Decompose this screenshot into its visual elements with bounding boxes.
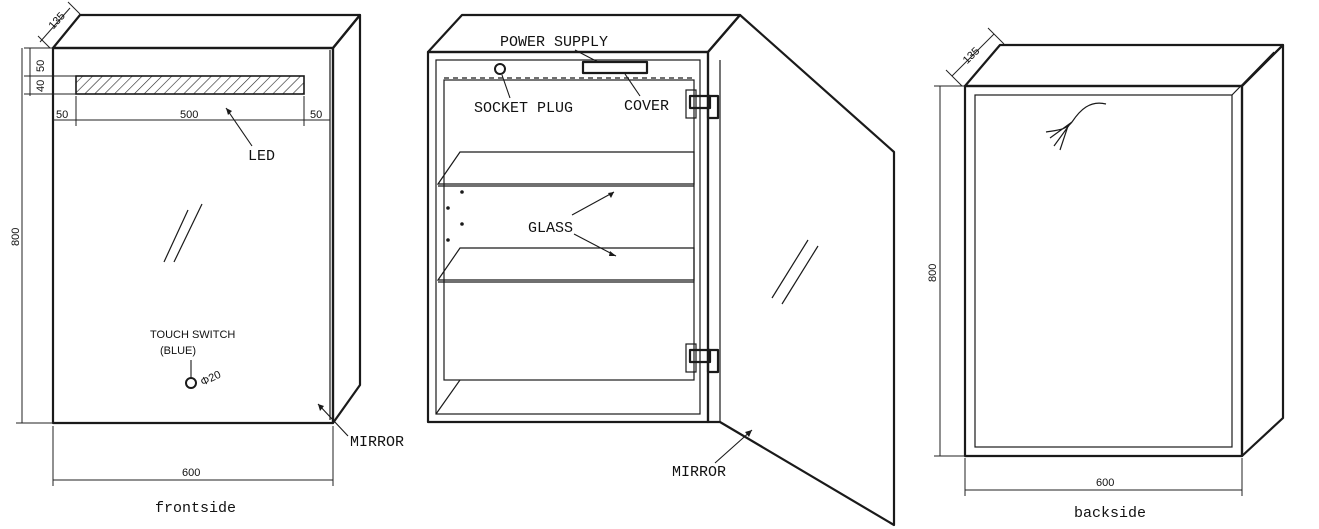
glass-arrowhead-bottom [609, 251, 616, 256]
glass-label: GLASS [528, 220, 573, 237]
dim-right-50-label: 50 [310, 109, 322, 121]
hinge-bottom [685, 343, 720, 374]
cabinet-floor-edge-a [435, 379, 461, 415]
shelf-pin [446, 238, 450, 242]
front-caption: frontside [155, 500, 236, 517]
touch-switch-blue-label: (BLUE) [160, 345, 196, 357]
hinge-bottom-arm [688, 348, 712, 364]
back-dim-width-label: 600 [1096, 477, 1114, 489]
glass-shelf-top [436, 151, 695, 185]
touch-switch-icon [185, 377, 197, 389]
shelf-pin [446, 206, 450, 210]
door-mirror-label: MIRROR [672, 464, 726, 481]
dim-depth-line [39, 7, 71, 43]
back-top-inner-edge [1231, 51, 1275, 96]
door-glint-a [771, 239, 809, 299]
cabinet-back-panel [443, 79, 695, 381]
front-face [51, 46, 335, 425]
back-top-face [963, 43, 1285, 88]
door-mirror-arrowhead [745, 430, 752, 437]
hinge-bottom-plate [685, 343, 697, 373]
dim-height-label: 800 [10, 228, 22, 246]
open-door [706, 13, 896, 527]
back-caption: backside [1074, 505, 1146, 522]
dim-width-label: 600 [182, 467, 200, 479]
cabinet-inner-frame [435, 59, 701, 415]
front-mirror-label: MIRROR [350, 434, 404, 451]
dim-depth-tick-b [67, 1, 81, 15]
door-mirror-arrow [714, 429, 753, 464]
glass-arrow-top [571, 191, 615, 216]
hinge-top-arm [688, 94, 712, 110]
back-inner-panel [974, 94, 1233, 448]
cover-arrow [624, 73, 641, 97]
back-dim-depth-tick-a [945, 69, 963, 87]
back-side-face [1240, 43, 1285, 458]
back-dim-depth-tick-b [987, 27, 1005, 45]
hinge-top [685, 89, 720, 120]
led-arrow [225, 107, 253, 147]
glass-arrow-bottom [573, 233, 617, 257]
glass-arrowhead-top [608, 192, 614, 198]
front-view: 135 50 40 50 500 50 LED 800 TOUCH SWITCH… [10, 1, 404, 517]
dim-top-40-label: 40 [35, 80, 47, 92]
touch-switch-label: TOUCH SWITCH [150, 329, 235, 341]
back-face [963, 84, 1244, 458]
dim-led-width-label: 500 [180, 109, 198, 121]
led-arrowhead [226, 108, 232, 115]
front-mirror-arrowhead [318, 404, 324, 411]
glass-shelf-bottom [436, 247, 695, 281]
front-side-face [331, 13, 362, 425]
mirror-glint-a [163, 209, 189, 263]
led-strip [75, 75, 305, 95]
door-glint-b [781, 245, 819, 305]
power-supply-arrow [574, 49, 599, 63]
dim-depth-tick-a [37, 35, 51, 49]
back-view: 135 800 600 backside [927, 27, 1285, 522]
socket-plug-icon [494, 63, 506, 75]
led-label: LED [248, 148, 275, 165]
mirror-glint-b [173, 203, 203, 263]
cover-box [581, 60, 649, 75]
power-cable-icon [1045, 102, 1107, 151]
cover-label: COVER [624, 98, 669, 115]
front-mirror-arrow [317, 403, 349, 437]
dim-top-50-label: 50 [35, 60, 47, 72]
dim-left-50-label: 50 [56, 109, 68, 121]
shelf-pin [460, 190, 464, 194]
socket-plug-arrow [501, 74, 511, 99]
front-top-face [51, 13, 362, 50]
touch-switch-dia-label: Φ20 [199, 369, 223, 389]
back-dim-depth-line [951, 33, 995, 77]
socket-plug-label: SOCKET PLUG [474, 100, 573, 117]
open-view: POWER SUPPLY COVER SOCKET PLUG GLASS [426, 13, 896, 527]
back-dim-height-label: 800 [927, 264, 939, 282]
hinge-top-plate [685, 89, 697, 119]
shelf-pin [460, 222, 464, 226]
power-supply-label: POWER SUPPLY [500, 34, 608, 51]
